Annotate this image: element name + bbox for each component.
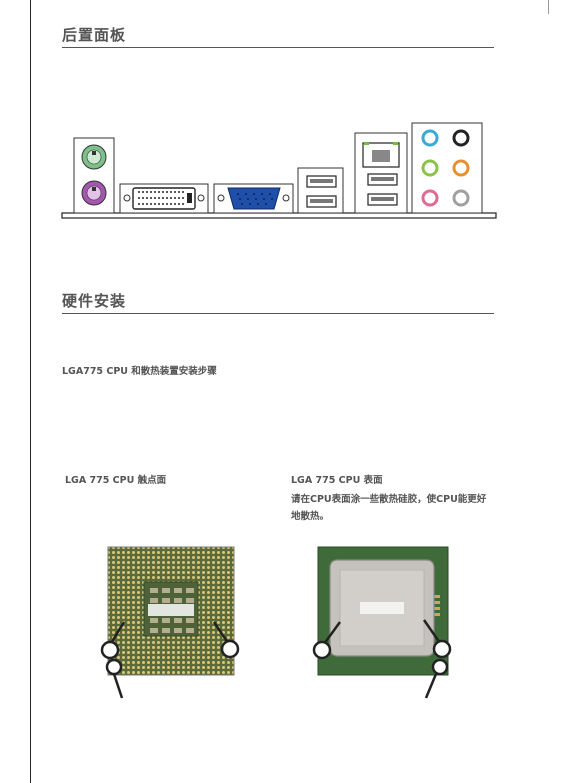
back-panel-title: 后置面板 — [62, 26, 127, 44]
audio-jack-icon — [411, 122, 483, 214]
cpu-surface-note: 请在CPU表面涂一些散热硅胶，使CPU能更好地散热。 — [291, 494, 487, 522]
cpu-contact-side-caption: LGA 775 CPU 触点面 — [65, 475, 167, 486]
cpu-install-subtitle: LGA775 CPU 和散热装置安装步骤 — [62, 366, 217, 377]
back-panel-illustration — [61, 122, 497, 219]
title-rule — [62, 313, 494, 314]
dvi-port-icon — [119, 183, 209, 214]
title-rule — [62, 47, 494, 48]
page-margin-line — [30, 0, 31, 783]
hardware-install-title: 硬件安装 — [62, 292, 127, 310]
page-corner-mark — [548, 0, 567, 14]
cpu-surface-caption: LGA 775 CPU 表面 — [291, 475, 383, 486]
vga-port-icon — [213, 183, 294, 214]
lan-port-icon — [354, 132, 408, 214]
ps2-port-icon — [73, 137, 115, 214]
usb-port-icon — [297, 167, 344, 214]
cpu-contact-side-icon — [100, 546, 240, 699]
cpu-surface-icon — [312, 546, 452, 699]
